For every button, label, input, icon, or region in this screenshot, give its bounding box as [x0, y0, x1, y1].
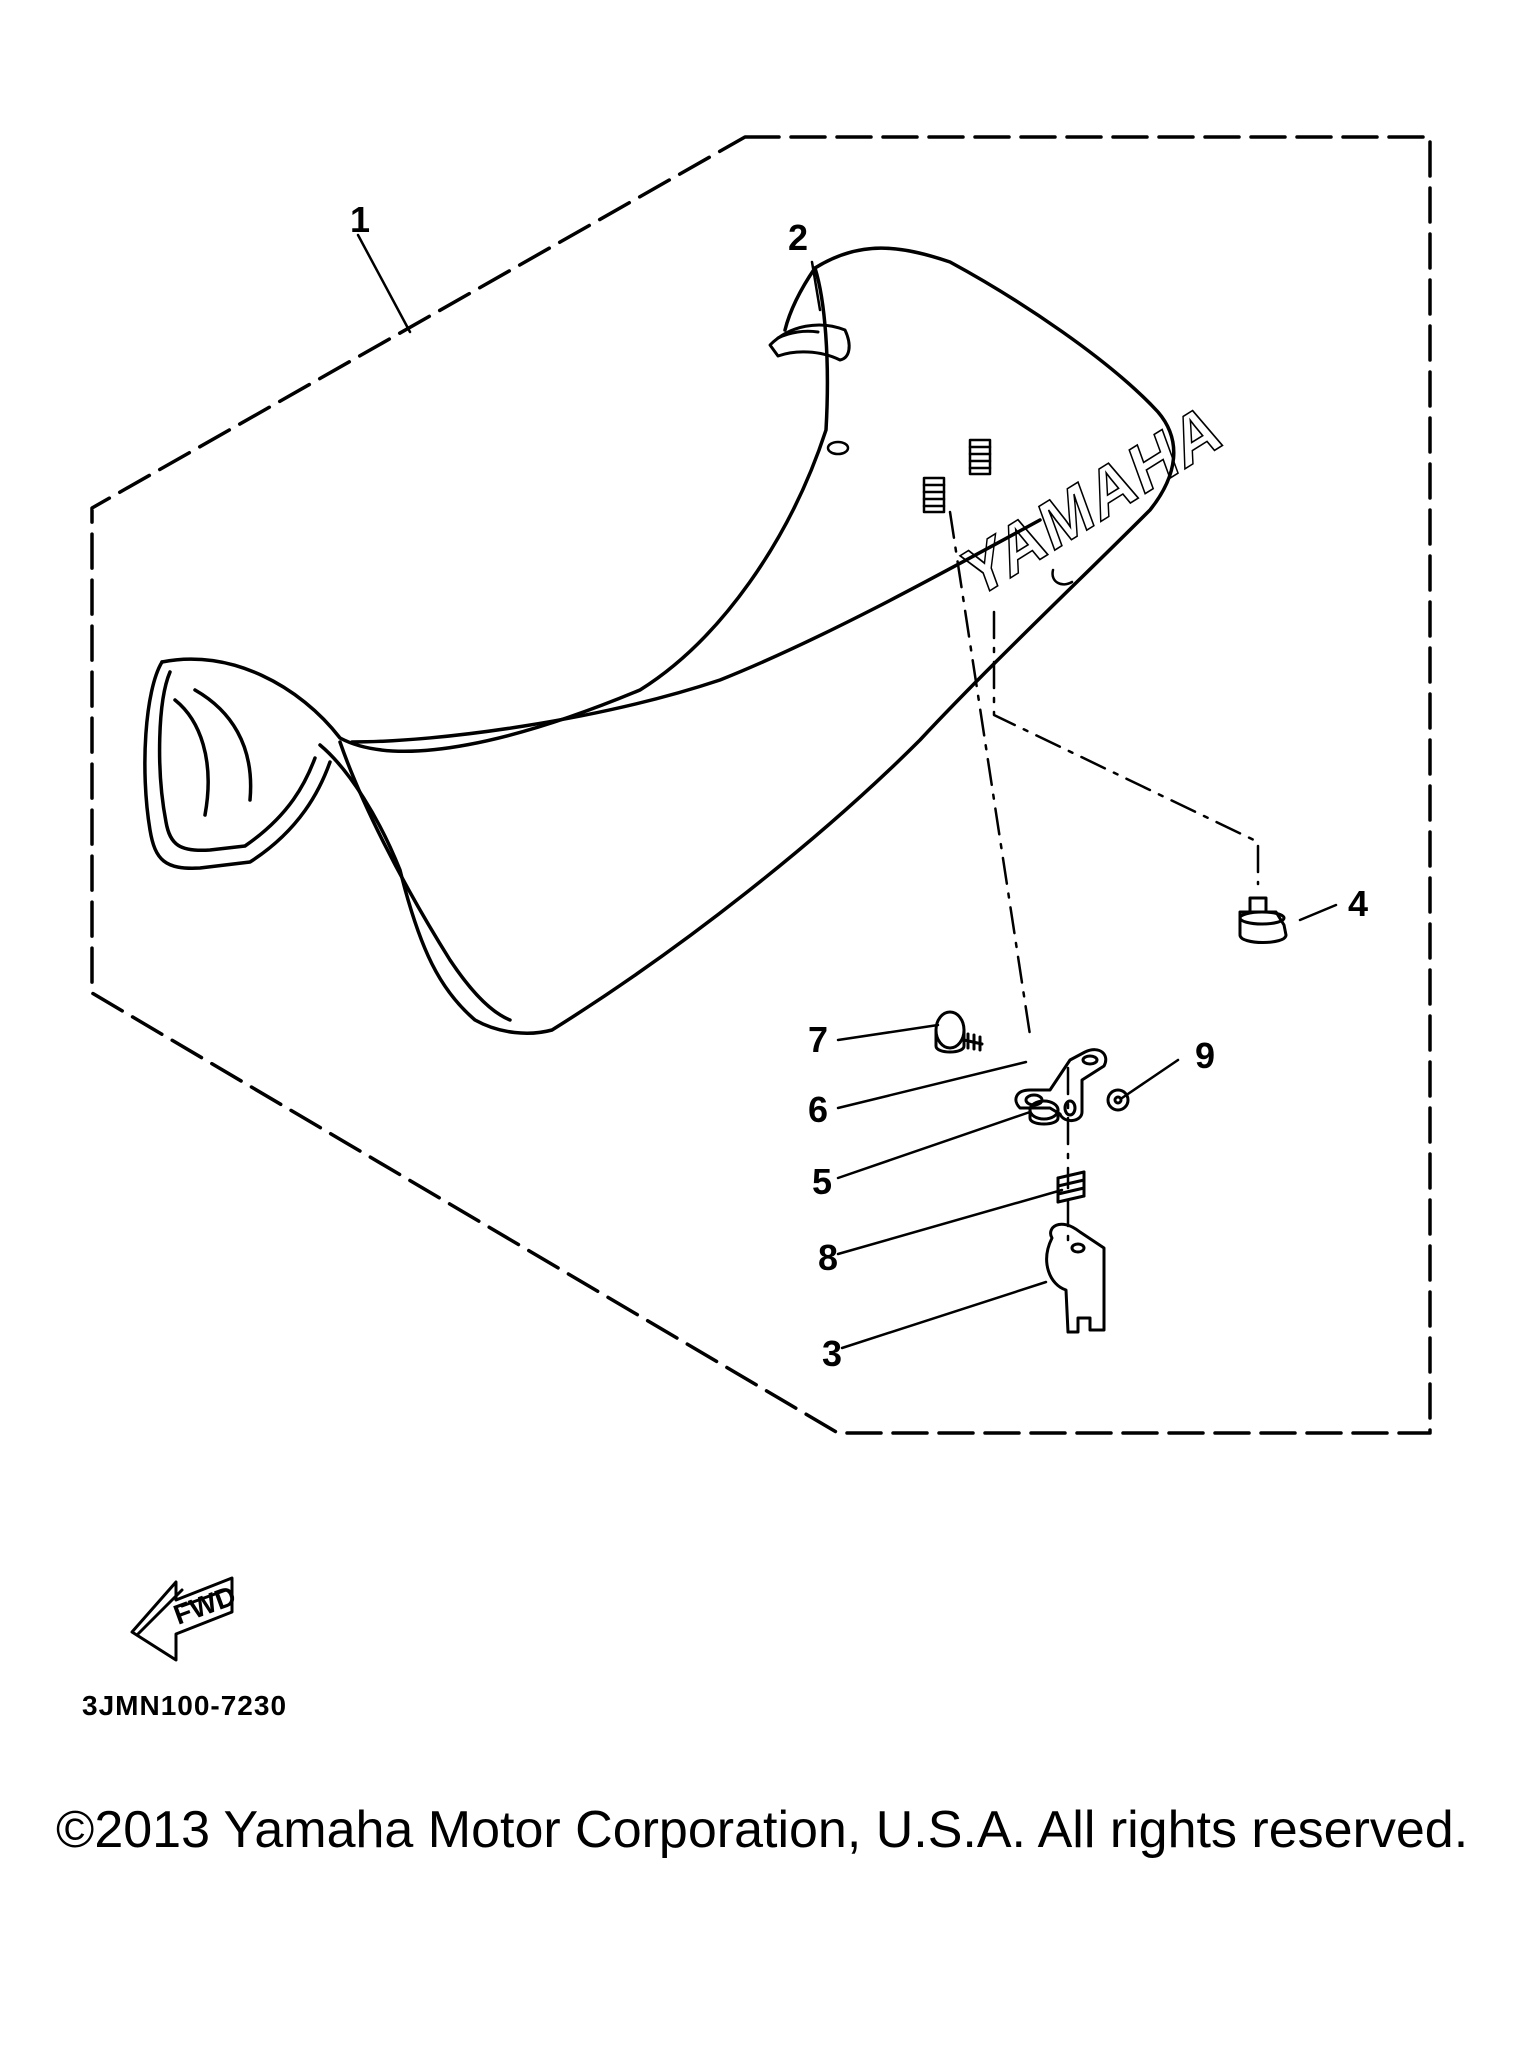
callout-7: 7 — [808, 1019, 828, 1060]
leader-lines — [356, 233, 1338, 1350]
bolt-part-7 — [934, 1010, 984, 1054]
seat-body — [143, 246, 1176, 1035]
seat-logo: YAMAHA — [955, 387, 1231, 614]
diagram-reference-code: 3JMN100-7230 — [82, 1690, 288, 1721]
callout-3: 3 — [822, 1333, 842, 1374]
seat-hook-part-2 — [768, 323, 851, 362]
callout-2: 2 — [788, 217, 808, 258]
damper-part-4 — [1238, 896, 1288, 944]
callout-9: 9 — [1195, 1035, 1215, 1076]
seat-studs — [826, 438, 1074, 586]
fwd-arrow-icon — [130, 1576, 234, 1662]
centerlines — [948, 510, 1260, 1242]
catch-plate-part-3 — [1045, 1222, 1106, 1334]
callout-5: 5 — [812, 1161, 832, 1202]
assembly-boundary — [90, 135, 1432, 1435]
callout-8: 8 — [818, 1237, 838, 1278]
washer-part-9 — [1106, 1088, 1130, 1112]
callout-6: 6 — [808, 1089, 828, 1130]
spring-part-8 — [1056, 1170, 1086, 1204]
collar-part-5 — [1028, 1099, 1060, 1126]
callout-4: 4 — [1348, 883, 1368, 924]
callout-1: 1 — [350, 199, 370, 240]
copyright-notice: ©2013 Yamaha Motor Corporation, U.S.A. A… — [56, 1801, 1469, 1859]
